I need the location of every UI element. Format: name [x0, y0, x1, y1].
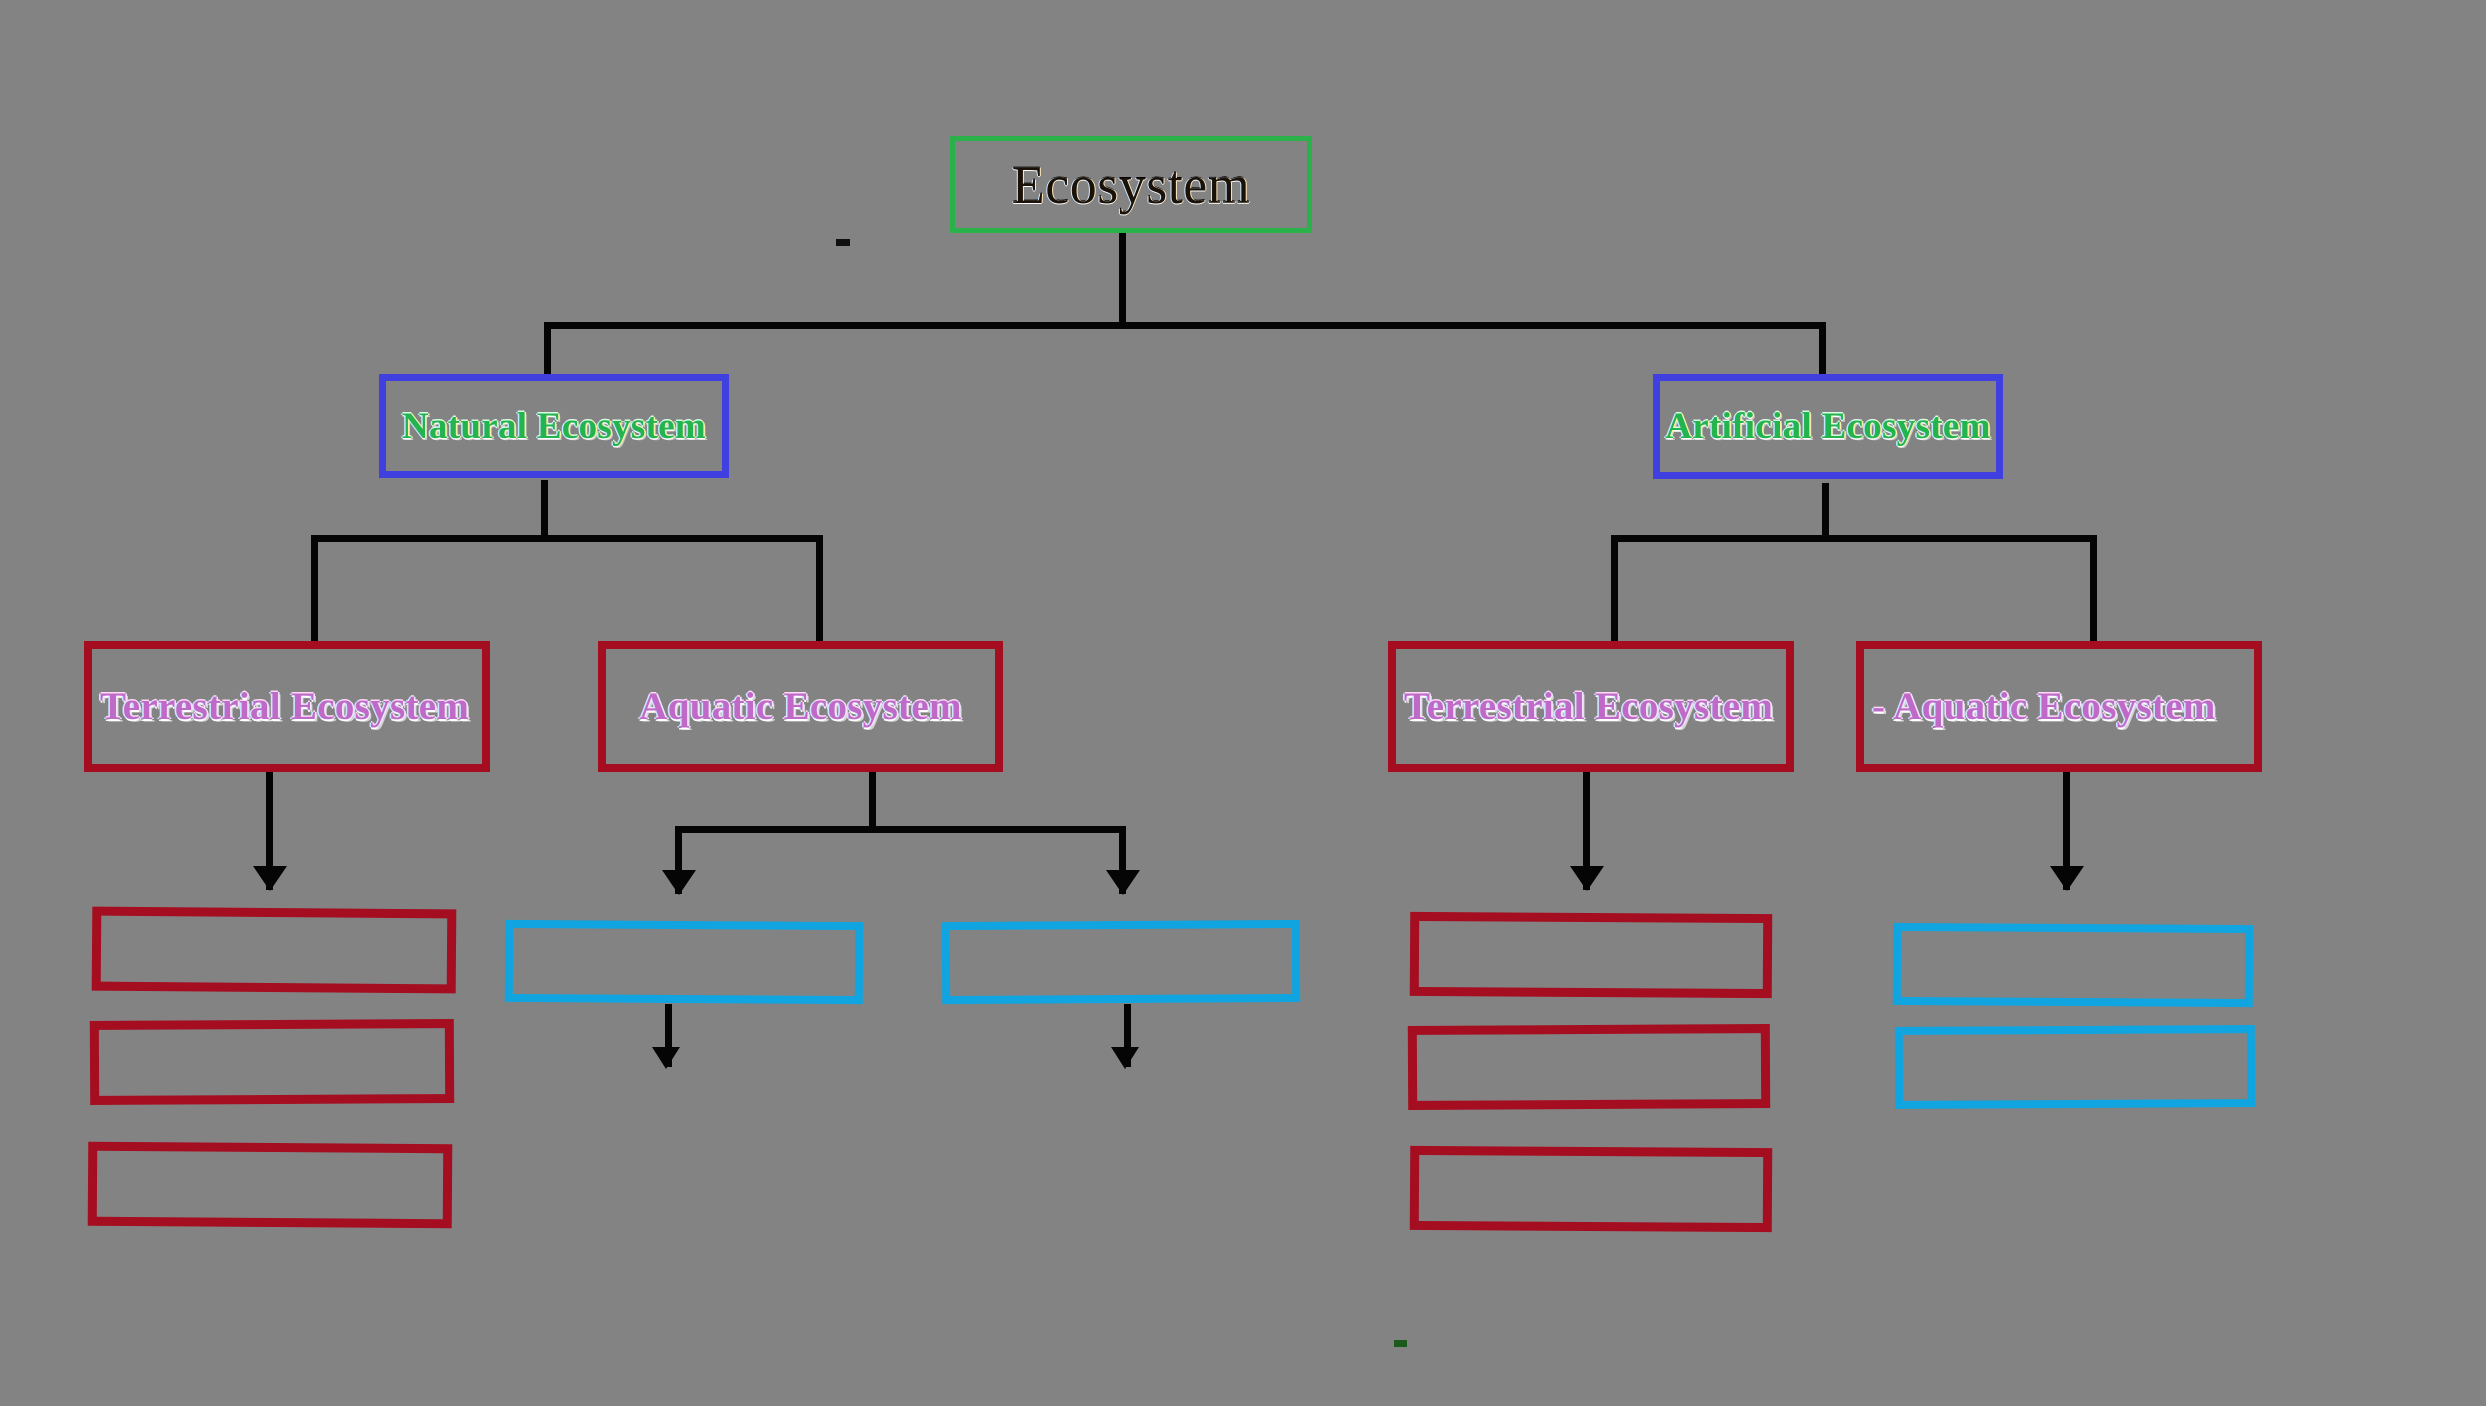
node-ecosystem[interactable]: Ecosystem: [950, 136, 1312, 233]
connector-art-terr-to-leaf: [1583, 772, 1590, 890]
arrowhead-art-terr-leaf: [1570, 866, 1604, 891]
arrowhead-nat-aq-leaf1-dangling: [652, 1047, 680, 1069]
connector-nat-terr-to-leaf: [266, 772, 273, 890]
leaf-box-artificial-aquatic-1[interactable]: [1892, 922, 2254, 1008]
node-artificial-ecosystem-label: Artificial Ecosystem: [1665, 406, 1991, 447]
connector-nat-aq-bus: [675, 826, 1126, 833]
connector-nat-aq-leaf1-dangling: [665, 1004, 672, 1067]
connector-to-nat-terrestrial: [311, 535, 318, 642]
node-artificial-terrestrial-ecosystem[interactable]: Terrestrial Ecosystem: [1388, 641, 1794, 772]
connector-to-natural: [544, 322, 551, 377]
arrowhead-nat-terr-leaf: [253, 866, 287, 891]
leaf-box-artificial-aquatic-2[interactable]: [1894, 1025, 2256, 1109]
leaf-box-natural-terrestrial-3[interactable]: [87, 1141, 453, 1229]
arrowhead-nat-aq-leaf1: [662, 870, 696, 895]
node-artificial-terrestrial-ecosystem-label: Terrestrial Ecosystem: [1404, 685, 1774, 728]
leaf-box-natural-aquatic-2[interactable]: [941, 919, 1301, 1005]
connector-natural-down: [541, 480, 548, 541]
connector-to-art-terrestrial: [1611, 535, 1618, 642]
connector-root-down: [1119, 233, 1126, 326]
node-natural-ecosystem[interactable]: Natural Ecosystem: [379, 374, 729, 478]
connector-to-art-aquatic: [2090, 535, 2097, 642]
node-artificial-ecosystem[interactable]: Artificial Ecosystem: [1653, 374, 2003, 479]
connector-artificial-down: [1822, 483, 1829, 541]
connector-level2-bus: [544, 322, 1826, 329]
node-artificial-aquatic-ecosystem[interactable]: - Aquatic Ecosystem: [1856, 641, 2262, 772]
node-natural-ecosystem-label: Natural Ecosystem: [401, 405, 707, 447]
arrowhead-nat-aq-leaf2-dangling: [1111, 1047, 1139, 1069]
node-natural-terrestrial-ecosystem[interactable]: Terrestrial Ecosystem: [84, 641, 490, 772]
connector-to-nat-aq-leaf2: [1119, 826, 1126, 894]
connector-to-nat-aq-leaf1: [675, 826, 682, 894]
leaf-box-natural-aquatic-1[interactable]: [504, 919, 864, 1005]
connector-nat-aq-leaf2-dangling: [1124, 1004, 1131, 1067]
connector-to-nat-aquatic: [816, 535, 823, 642]
stray-mark-lower: [1394, 1340, 1407, 1347]
leaf-box-natural-terrestrial-1[interactable]: [91, 906, 457, 994]
connector-art-aq-to-leaf: [2063, 772, 2070, 890]
node-natural-aquatic-ecosystem-label: Aquatic Ecosystem: [639, 685, 962, 728]
stray-mark-upper: [836, 239, 850, 246]
connector-nat-aq-down: [869, 772, 876, 832]
node-natural-terrestrial-ecosystem-label: Terrestrial Ecosystem: [100, 685, 470, 728]
node-natural-aquatic-ecosystem[interactable]: Aquatic Ecosystem: [598, 641, 1003, 772]
leaf-box-artificial-terrestrial-1[interactable]: [1409, 911, 1773, 999]
connector-artificial-bus: [1611, 535, 2097, 542]
node-artificial-aquatic-ecosystem-label: - Aquatic Ecosystem: [1872, 685, 2216, 728]
arrowhead-art-aq-leaf: [2050, 866, 2084, 891]
leaf-box-artificial-terrestrial-2[interactable]: [1407, 1024, 1771, 1110]
connector-to-artificial: [1819, 322, 1826, 377]
arrowhead-nat-aq-leaf2: [1106, 870, 1140, 895]
leaf-box-natural-terrestrial-2[interactable]: [89, 1019, 455, 1105]
node-ecosystem-label: Ecosystem: [1011, 154, 1251, 215]
leaf-box-artificial-terrestrial-3[interactable]: [1409, 1145, 1773, 1233]
connector-natural-bus: [311, 535, 823, 542]
